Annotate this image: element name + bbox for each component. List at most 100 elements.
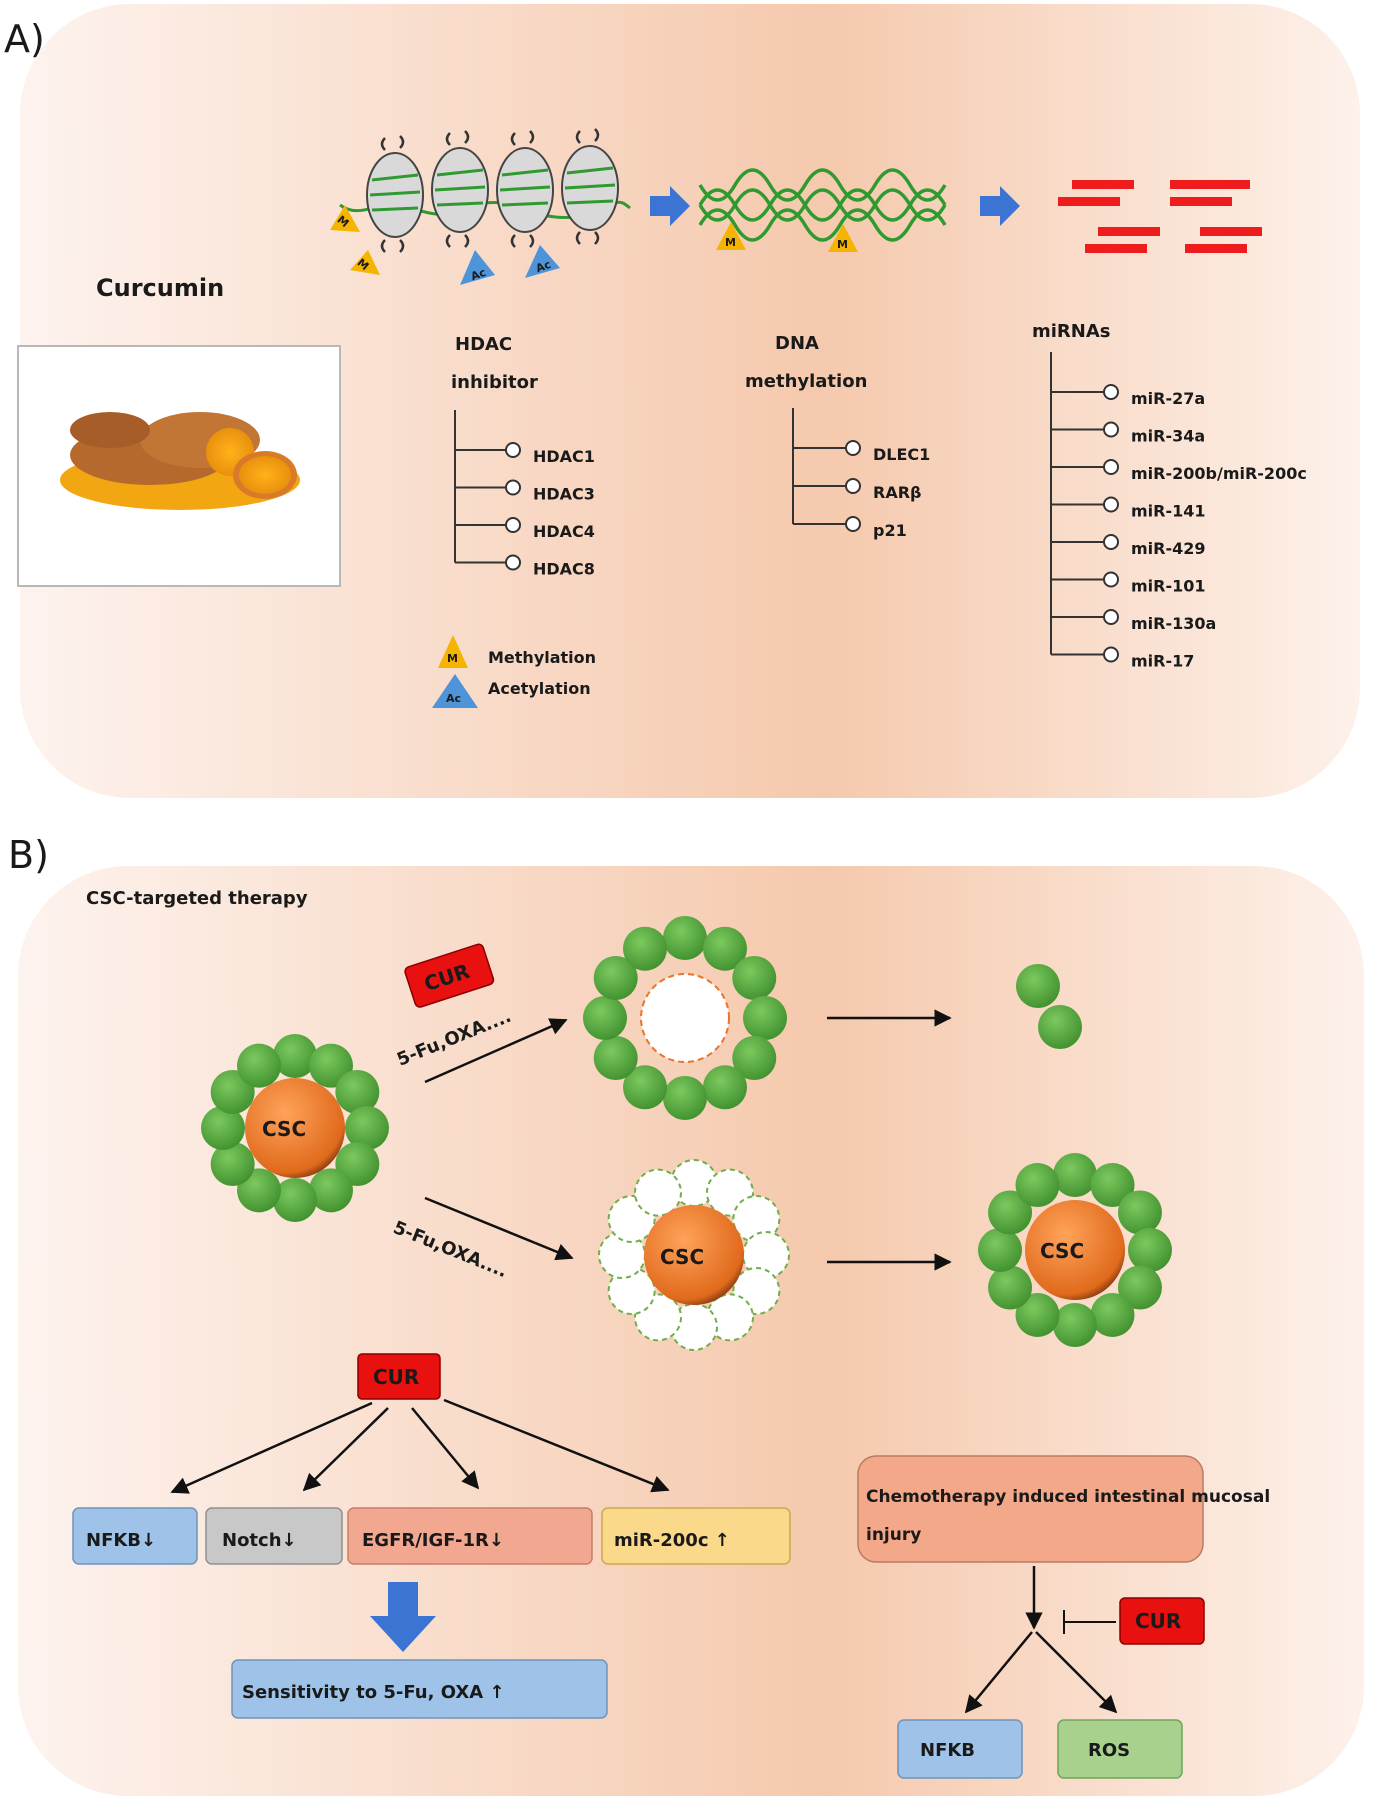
- nucleosome: [431, 147, 489, 233]
- cancer-cell: [623, 1065, 667, 1110]
- svg-text:Ac: Ac: [534, 258, 553, 275]
- inhibition-node-icon: [505, 554, 521, 571]
- tree-item-label: miR-34a: [1131, 427, 1205, 446]
- tree-item-label: miR-200b/miR-200c: [1131, 464, 1307, 483]
- cancer-cell: [273, 1034, 317, 1078]
- dna-subtitle: methylation: [745, 371, 867, 392]
- cancer-cell: [978, 1228, 1022, 1272]
- svg-text:EGFR/IGF-1R↓: EGFR/IGF-1R↓: [362, 1530, 504, 1551]
- inhibition-node-icon: [845, 478, 861, 494]
- empty-csc-site: [640, 973, 730, 1063]
- cancer-cell: [743, 996, 787, 1040]
- csc-label: CSC: [660, 1245, 704, 1269]
- hdac-subtitle: inhibitor: [451, 372, 538, 393]
- svg-text:M: M: [725, 236, 736, 249]
- methylation-mark: M: [828, 224, 858, 252]
- ros-result: ROS: [1057, 1719, 1183, 1779]
- cancer-cell: [703, 1065, 747, 1110]
- cancer-cell: [593, 956, 638, 1000]
- cancer-cell: [1128, 1228, 1172, 1272]
- cancer-cell: [663, 1076, 707, 1120]
- cancer-cell: [1117, 1265, 1162, 1310]
- inhibition-node-icon: [1103, 496, 1119, 513]
- dna-helix: [698, 168, 947, 242]
- tree-item-label: HDAC1: [533, 447, 595, 466]
- tree-item-label: p21: [873, 521, 907, 540]
- svg-text:Chemotherapy induced intestina: Chemotherapy induced intestinal mucosal: [866, 1487, 1270, 1507]
- inhibition-node-icon: [1103, 384, 1119, 400]
- methylation-mark: M: [350, 250, 380, 275]
- svg-text:Notch↓: Notch↓: [222, 1530, 297, 1551]
- histone-tails: [380, 128, 600, 253]
- inhibition-node-icon: [845, 516, 861, 532]
- cur-badge-mechanism: CUR: [357, 1353, 441, 1400]
- killed-cell: [742, 1231, 790, 1279]
- tree-item-label: miR-130a: [1131, 614, 1216, 633]
- arrow-chemo-only: [424, 1196, 574, 1261]
- inhibition-node-icon: [505, 479, 521, 496]
- cancer-cell: [583, 996, 627, 1040]
- panel-b-label: B): [8, 833, 49, 877]
- inhibition-node-icon: [1103, 534, 1119, 550]
- svg-text:CUR: CUR: [373, 1365, 419, 1389]
- cancer-cell: [732, 956, 777, 1000]
- tree-item-label: HDAC4: [533, 522, 595, 541]
- svg-text:miR-200c ↑: miR-200c ↑: [614, 1530, 730, 1551]
- cancer-cell: [1090, 1163, 1135, 1208]
- panel-a-background: [20, 4, 1360, 798]
- tree-item-label: miR-101: [1131, 577, 1206, 596]
- legend-acetylation-icon: Ac: [432, 674, 478, 708]
- tree-item-label: HDAC3: [533, 485, 595, 504]
- target-nfkb: NFKB↓: [72, 1507, 198, 1565]
- residual-cell: [1016, 964, 1060, 1008]
- arrow-to-notch: [302, 1407, 389, 1492]
- mirnas-title: miRNAs: [1032, 321, 1111, 342]
- svg-text:NFKB: NFKB: [920, 1740, 975, 1761]
- legend: M Methylation Ac Acetylation: [432, 635, 596, 708]
- cancer-cell: [988, 1190, 1033, 1235]
- csc-label: CSC: [1040, 1239, 1084, 1263]
- svg-text:Sensitivity to 5-Fu, OXA ↑: Sensitivity to 5-Fu, OXA ↑: [242, 1682, 505, 1703]
- target-notch: Notch↓: [205, 1507, 343, 1565]
- cancer-cell: [210, 1142, 255, 1186]
- svg-text:Ac: Ac: [446, 692, 461, 705]
- killed-cell: [634, 1168, 682, 1217]
- cancer-cell: [335, 1070, 380, 1114]
- residual-cell: [1038, 1005, 1082, 1049]
- cancer-cell: [237, 1043, 281, 1088]
- arrow-to-nfkb-injury: [964, 1631, 1033, 1714]
- inhibition-node-icon: [1103, 646, 1119, 663]
- injury-box: Chemotherapy induced intestinal mucosal …: [857, 1455, 1270, 1563]
- mirna-tree: miR-27amiR-34amiR-200b/miR-200cmiR-141mi…: [1050, 352, 1307, 671]
- nucleosome: [496, 147, 554, 233]
- nucleosome: [366, 152, 424, 238]
- cancer-cell: [1090, 1292, 1135, 1337]
- killed-cell: [670, 1303, 718, 1351]
- killed-cell: [706, 1293, 754, 1342]
- chromatin-nucleosomes: M M Ac Ac: [330, 128, 631, 285]
- cur-badge-injury: CUR: [1119, 1597, 1205, 1645]
- tree-item-label: miR-141: [1131, 502, 1206, 521]
- target-egfr-igf1r: EGFR/IGF-1R↓: [347, 1507, 593, 1565]
- arrow-combined-treatment: [424, 1018, 568, 1084]
- cancer-cell: [1117, 1190, 1162, 1235]
- inhibition-node-icon: [845, 440, 861, 456]
- svg-text:ROS: ROS: [1088, 1740, 1130, 1761]
- cancer-cell: [1015, 1292, 1060, 1337]
- tree-item-label: miR-17: [1131, 652, 1194, 671]
- inhibition-node-icon: [1103, 609, 1119, 625]
- cancer-cell: [732, 1036, 777, 1080]
- arrow-to-mir200c: [443, 1398, 670, 1493]
- methylation-mark: M: [716, 222, 746, 250]
- tree-item-label: DLEC1: [873, 445, 930, 464]
- nfkb-result: NFKB: [897, 1719, 1023, 1779]
- csc-core: [1025, 1200, 1125, 1300]
- csc-core: [245, 1078, 345, 1178]
- cancer-cell: [663, 916, 707, 960]
- mirna-fragments: [1058, 180, 1262, 253]
- blue-arrow-right: [980, 186, 1020, 226]
- blue-arrow-down: [370, 1582, 436, 1652]
- killed-cell: [732, 1195, 781, 1243]
